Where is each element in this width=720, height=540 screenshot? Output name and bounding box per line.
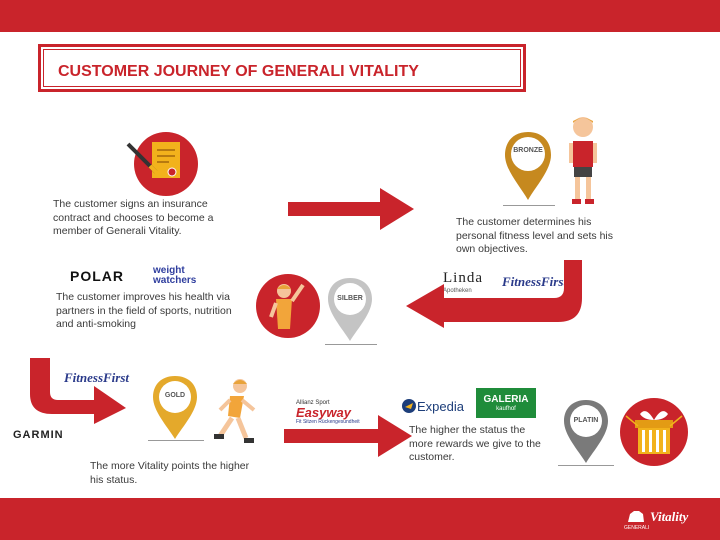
expedia-logo: Expedia: [417, 399, 464, 414]
fitness-first-logo-2: FitnessFirst: [64, 370, 130, 385]
person-cheering-icon: [256, 274, 320, 338]
bronze-pin-icon: [505, 132, 551, 200]
easyway-top: Allianz Sport: [296, 400, 330, 406]
linda-logo: Linda: [443, 270, 483, 286]
step-improve-text: The customer improves his health via par…: [56, 291, 232, 330]
badge-silber: SILBER: [337, 295, 363, 302]
linda-sub: Apotheken: [443, 288, 472, 294]
fitness-first-logo: FitnessFirst: [502, 274, 568, 289]
badge-platin: PLATIN: [573, 417, 599, 424]
arrow-right-icon: [288, 188, 414, 230]
pin-base-line: [558, 465, 614, 466]
silber-pin-icon: [328, 278, 372, 341]
step-rewards-text: The higher the status the more rewards w…: [409, 424, 541, 463]
easyway-sub: Fit Sitzen Rückengesundheit: [296, 419, 360, 425]
arrow-down-right-icon: [30, 358, 126, 424]
gift-icon: [620, 398, 688, 466]
pin-base-line: [503, 205, 555, 206]
page-title: CUSTOMER JOURNEY OF GENERALI VITALITY: [58, 63, 419, 80]
weight-watchers-logo: weight watchers: [153, 265, 197, 286]
person-standing-icon: [569, 117, 597, 204]
polar-logo: POLAR: [70, 268, 124, 284]
pin-base-line: [148, 440, 204, 441]
badge-bronze: BRONZE: [513, 147, 543, 154]
step-points-text: The more Vitality points the higher his …: [90, 460, 250, 486]
step-signup-text: The customer signs an insurance contract…: [53, 198, 214, 237]
easyway-logo: Easyway: [296, 405, 351, 420]
bottom-bar: [0, 498, 720, 540]
title-frame: [38, 44, 526, 92]
platin-pin-icon: [564, 400, 608, 463]
arrow-right-icon-2: [284, 415, 412, 457]
top-bar: [0, 0, 720, 32]
vitality-logo: Vitality: [650, 509, 689, 524]
runner-icon: [214, 379, 256, 443]
generali-lion-icon: [628, 511, 644, 522]
step-determine-text: The customer determines his personal fit…: [456, 216, 614, 255]
contract-icon: [126, 132, 198, 196]
pin-base-line: [325, 344, 377, 345]
galeria-logo: GALERIA kaufhof: [476, 388, 536, 418]
gold-pin-icon: [153, 376, 197, 439]
arrow-uturn-left-icon: [406, 260, 582, 328]
garmin-logo: GARMIN: [13, 429, 64, 441]
expedia-globe-icon: [402, 399, 416, 413]
generali-wordmark: GENERALI: [624, 525, 650, 531]
badge-gold: GOLD: [164, 392, 186, 399]
